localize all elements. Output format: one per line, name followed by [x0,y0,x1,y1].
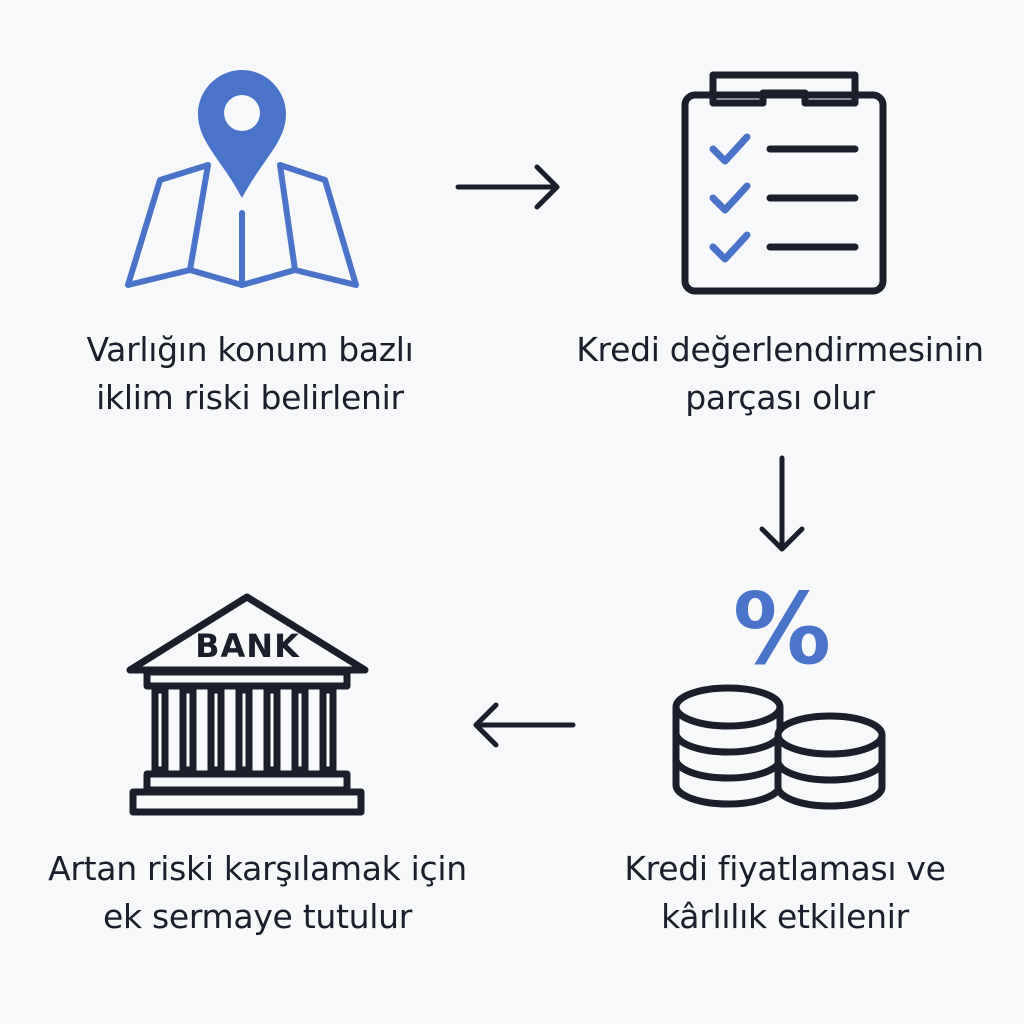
step-4-line-1: Artan riski karşılamak için [48,849,467,888]
step-2-line-2: parçası olur [685,378,875,417]
step-1-line-1: Varlığın konum bazlı [86,330,414,369]
step-3-line-2: kârlılık etkilenir [661,897,909,936]
percent-symbol-text: % [732,573,832,687]
step-3-line-1: Kredi fiyatlaması ve [624,849,946,888]
step-1-line-2: iklim riski belirlenir [96,378,404,417]
step-4-label: Artan riski karşılamak için ek sermaye t… [10,845,505,941]
step-1-label: Varlığın konum bazlı iklim riski belirle… [20,326,480,422]
down-arrow-icon [757,455,807,555]
step-2-line-1: Kredi değerlendirmesinin [576,330,984,369]
step-2-label: Kredi değerlendirmesinin parçası olur [545,326,1015,422]
bank-sign-text: BANK [195,627,300,665]
map-pin-icon [120,70,370,300]
step-3-label: Kredi fiyatlaması ve kârlılık etkilenir [555,845,1015,941]
step-4-line-2: ek sermaye tutulur [102,897,413,936]
percent-symbol: % [722,580,842,690]
bank-building-icon: BANK [125,592,370,820]
left-arrow-icon [468,700,578,750]
clipboard-checklist-icon [675,65,895,300]
coin-stack-icon [668,684,898,815]
right-arrow-icon [455,162,565,212]
